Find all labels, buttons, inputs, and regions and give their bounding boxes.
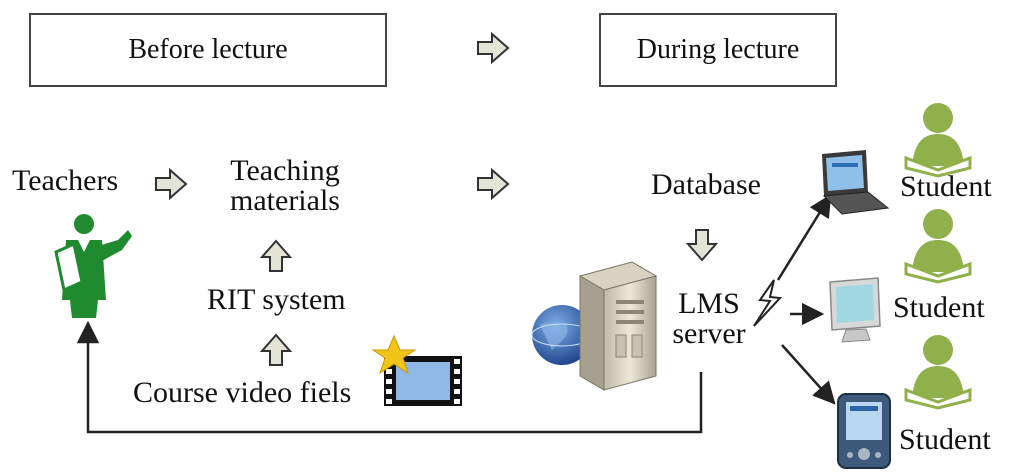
laptop-icon (822, 150, 890, 215)
video-film-icon (371, 334, 462, 406)
during-lecture-label: During lecture (636, 34, 800, 65)
lightning-icon (753, 279, 783, 327)
lms-line1: LMS (678, 287, 740, 320)
teacher-icon (54, 214, 132, 318)
during-lecture-box: During lecture (599, 13, 837, 87)
arrow-up-rit (259, 239, 293, 272)
course-video-label: Course video fiels (133, 376, 352, 409)
desktop-monitor-icon (829, 277, 881, 343)
server-icon (578, 261, 658, 391)
arrow-right-teachers (155, 167, 188, 201)
student-label-2: Student (893, 291, 985, 324)
student-label-1: Student (900, 170, 992, 203)
lms-server-label: LMS server (664, 289, 754, 349)
globe-icon (531, 305, 593, 365)
rit-system-label: RIT system (207, 283, 346, 316)
before-lecture-box: Before lecture (29, 13, 387, 87)
arrow-up-video (259, 333, 293, 366)
arrow-right-materials (477, 167, 510, 201)
teaching-materials-line1: Teaching (230, 154, 340, 187)
student-icon-1 (904, 103, 972, 178)
database-label: Database (651, 168, 761, 201)
teaching-materials-label: Teaching materials (215, 156, 355, 216)
arrow-to-laptop (776, 194, 832, 281)
arrow-right-phase (477, 31, 510, 65)
arrow-to-pda (781, 344, 836, 405)
before-lecture-label: Before lecture (128, 34, 288, 65)
pda-icon (837, 393, 891, 469)
feedback-line (76, 320, 703, 434)
student-icon-3 (904, 335, 972, 410)
lms-line2: server (672, 317, 746, 350)
teachers-label: Teachers (12, 164, 119, 197)
teaching-materials-line2: materials (230, 184, 340, 217)
arrow-down-database (685, 229, 719, 262)
student-label-3: Student (899, 423, 991, 456)
student-icon-2 (904, 209, 972, 284)
